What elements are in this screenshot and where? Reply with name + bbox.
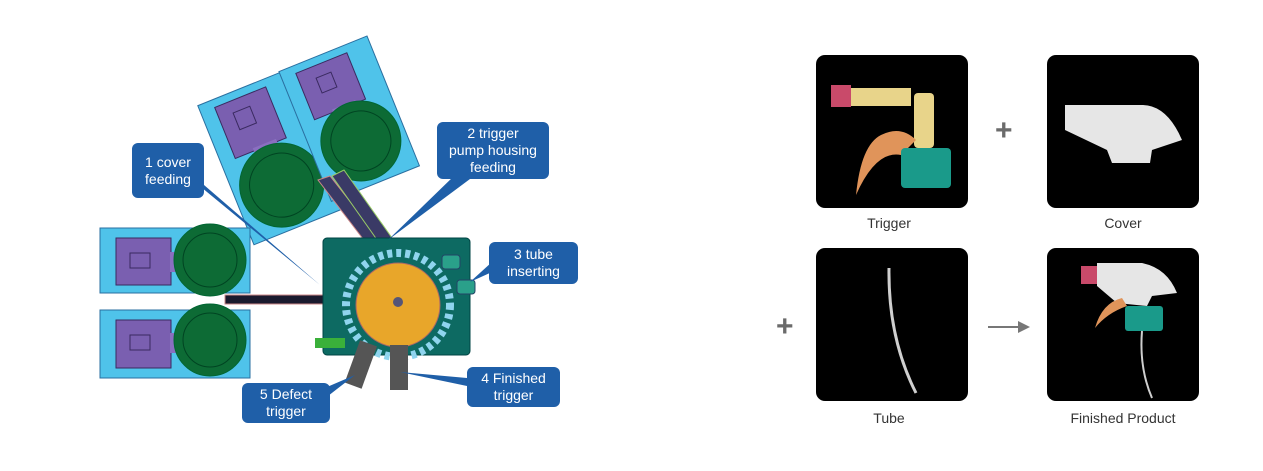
tube-image	[816, 248, 968, 401]
callout-pointers	[190, 175, 492, 396]
trigger-feeder-top-left	[197, 67, 348, 246]
plus-icon: +	[995, 114, 1013, 147]
callout-defect-trigger: 5 Defect trigger	[242, 383, 330, 423]
tube-label: Tube	[873, 410, 905, 426]
machine-layout-diagram	[99, 35, 492, 396]
callout-finished-trigger: 4 Finished trigger	[467, 367, 560, 407]
finished-product-label: Finished Product	[1070, 410, 1176, 426]
trigger-label: Trigger	[867, 215, 911, 231]
callout-tube-inserting: 3 tube inserting	[489, 242, 578, 284]
callout-trigger-pump-housing-feeding: 2 trigger pump housing feeding	[437, 122, 549, 179]
dial-hub	[393, 297, 403, 307]
finished-product-image	[1047, 248, 1199, 401]
cover-image	[1047, 55, 1199, 208]
cover-feeder-left-lower	[99, 303, 251, 379]
green-actuator	[315, 338, 345, 348]
plus-icon: +	[776, 310, 794, 343]
trigger-feeder-top-right	[278, 35, 421, 203]
right-arrow-icon	[988, 321, 1030, 333]
finished-chute	[390, 345, 408, 390]
cover-label: Cover	[1104, 215, 1142, 231]
trigger-image	[816, 55, 968, 208]
callout-cover-feeding: 1 cover feeding	[132, 143, 204, 198]
tube-inserting-units	[441, 254, 476, 295]
cover-feeder-left-upper	[99, 223, 251, 297]
